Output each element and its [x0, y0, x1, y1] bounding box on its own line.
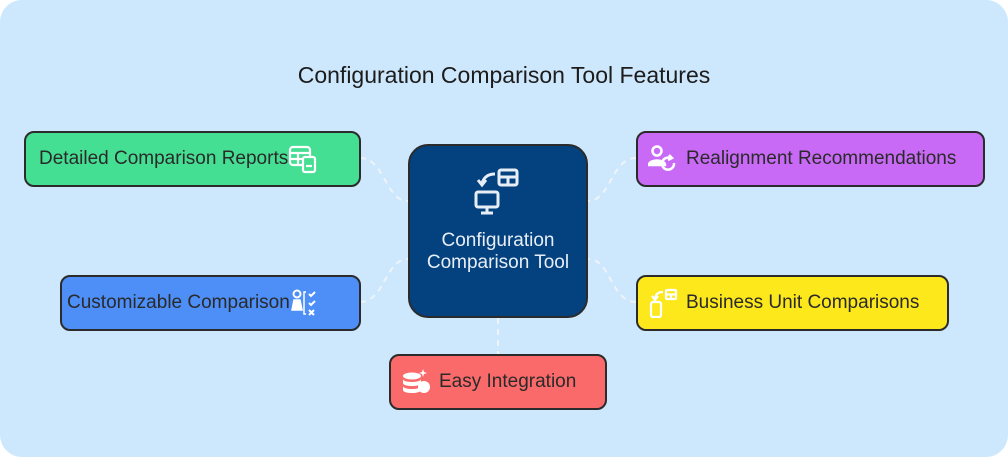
connector-customizable [359, 258, 409, 303]
central-node: Configuration Comparison Tool [408, 144, 588, 318]
feature-label: Customizable Comparison [67, 292, 290, 313]
feature-label: Business Unit Comparisons [686, 292, 920, 313]
mobile-compare-icon [648, 288, 678, 318]
feature-label: Easy Integration [439, 371, 577, 392]
connector-realignment [587, 157, 637, 202]
feature-easy-integration: Easy Integration [389, 354, 607, 410]
connector-detailed [359, 157, 409, 202]
feature-business-unit-comparisons: Business Unit Comparisons [636, 275, 949, 331]
connector-business [587, 258, 637, 303]
feature-customizable-comparison: Customizable Comparison [60, 275, 361, 331]
diagram-title: Configuration Comparison Tool Features [297, 62, 711, 88]
feature-label: Realignment Recommendations [686, 148, 957, 169]
feature-realignment-recommendations: Realignment Recommendations [636, 131, 985, 187]
report-table-icon [288, 144, 318, 174]
feature-label: Detailed Comparison Reports [39, 148, 289, 169]
person-checklist-icon [290, 288, 320, 318]
feature-detailed-comparison-reports: Detailed Comparison Reports [24, 131, 361, 187]
database-gear-icon [401, 367, 431, 397]
user-refresh-icon [648, 144, 678, 174]
config-compare-icon [410, 168, 586, 218]
central-node-label: Configuration Comparison Tool [426, 230, 570, 273]
